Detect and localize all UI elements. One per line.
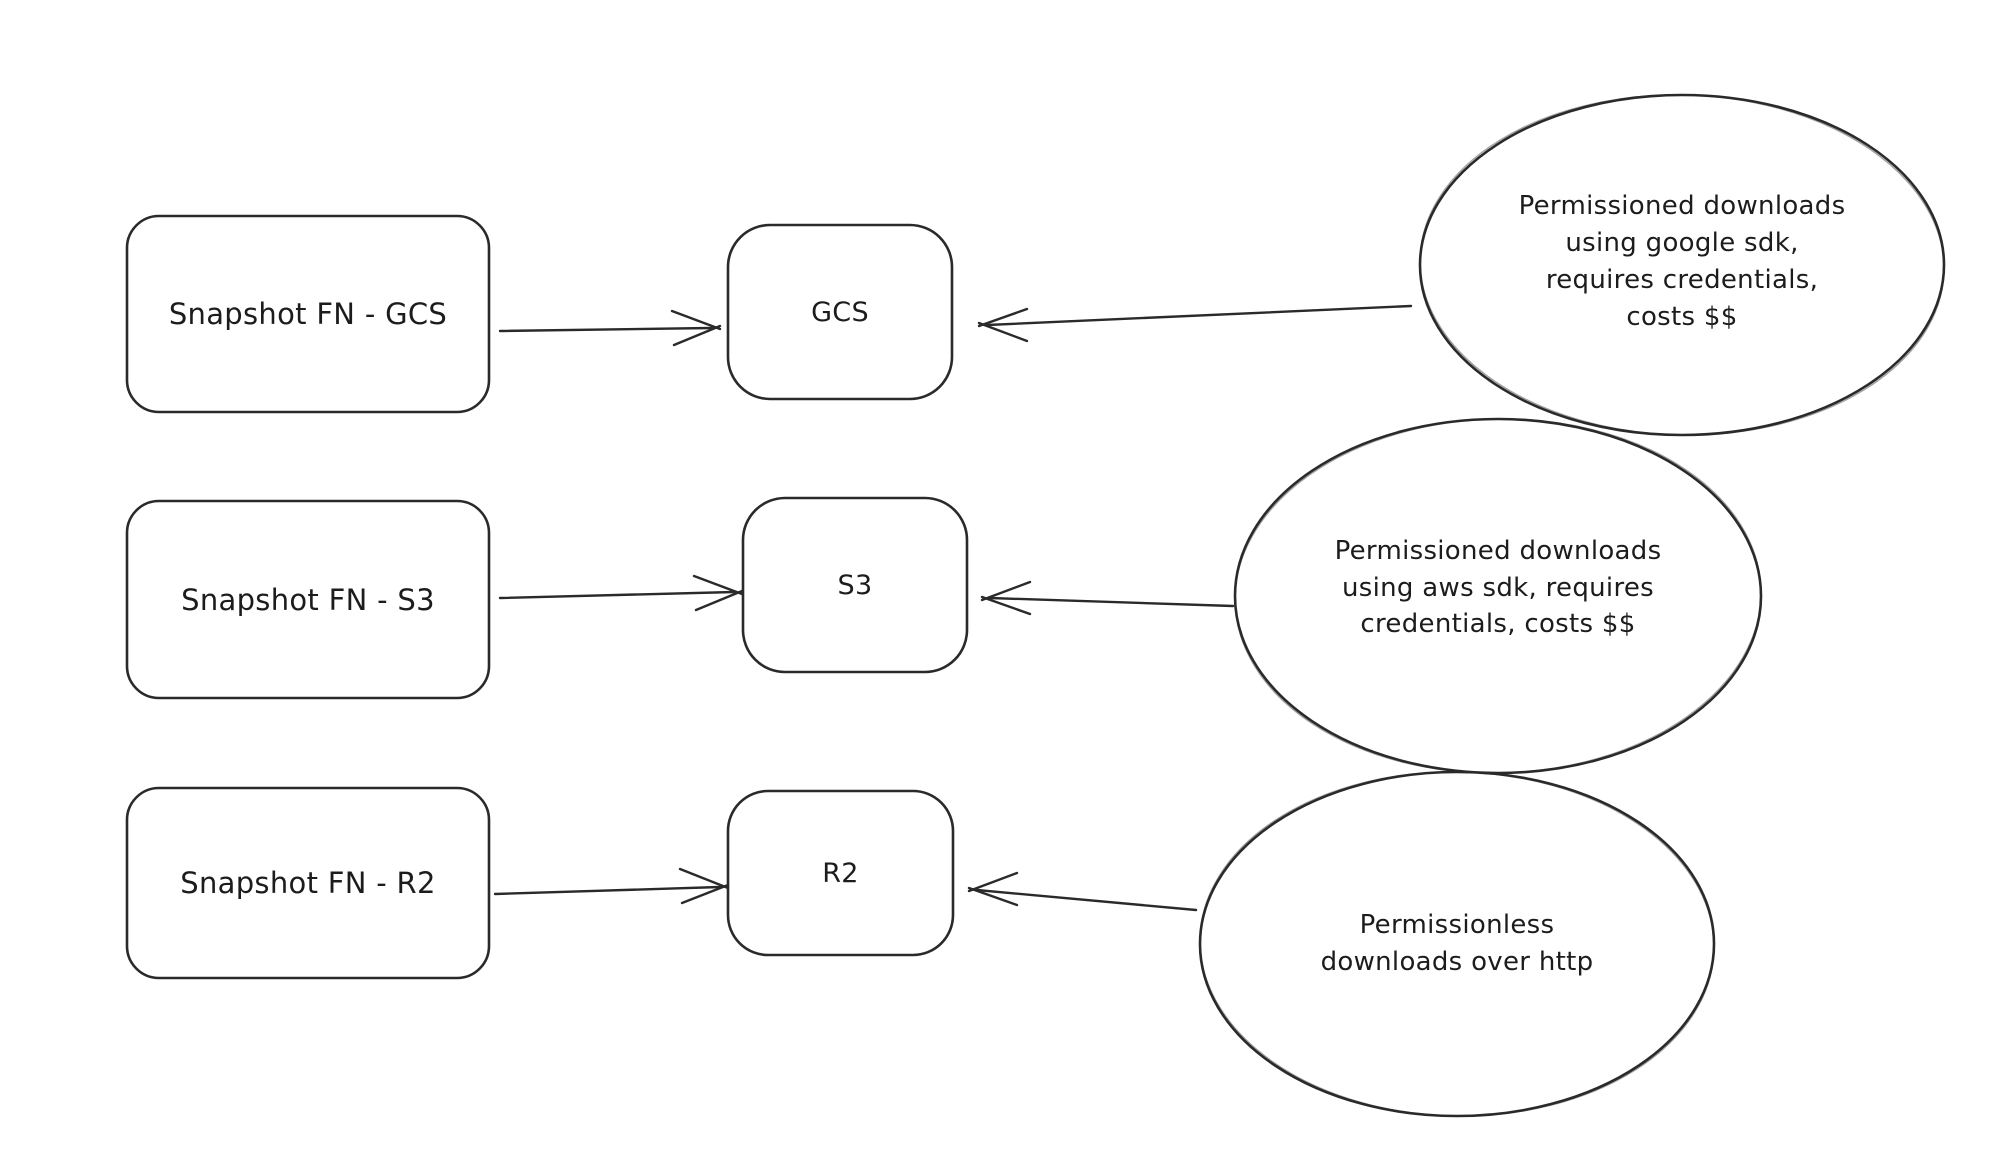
arrow-note-r2-to-r2 — [967, 871, 1198, 912]
note-r2-text: Permissionless downloads over http — [1320, 910, 1594, 977]
note-ellipse-r2-sketch-stroke — [1199, 771, 1715, 1117]
s3-label: S3 — [837, 569, 873, 601]
note-gcs-text: Permissioned downloads using google sdk,… — [1518, 191, 1846, 332]
arrow-snapshot-gcs-to-gcs — [498, 309, 722, 347]
snapshot-fn-r2-box — [125, 786, 491, 980]
arrow-note-s3-to-s3 — [980, 580, 1235, 616]
arrow-snapshot-r2-to-r2 — [493, 867, 730, 905]
r2-box — [726, 789, 955, 957]
snapshot-fn-gcs-box — [125, 214, 491, 414]
note-ellipse-s3-sketch-stroke — [1234, 418, 1762, 774]
r2-label: R2 — [822, 857, 859, 889]
gcs-box — [726, 223, 954, 401]
snapshot-fn-r2-label: Snapshot FN - R2 — [180, 866, 436, 900]
gcs-label: GCS — [811, 296, 869, 328]
note-ellipse-gcs — [1418, 93, 1946, 437]
s3-box — [741, 496, 969, 674]
snapshot-fn-gcs-label: Snapshot FN - GCS — [168, 297, 448, 331]
snapshot-fn-s3-label: Snapshot FN - S3 — [181, 582, 435, 617]
note-s3-text: Permissioned downloads using aws sdk, re… — [1334, 535, 1662, 640]
note-ellipse-r2 — [1198, 770, 1716, 1118]
snapshot-fn-s3-box — [125, 499, 491, 700]
note-ellipse-gcs-sketch-stroke — [1419, 94, 1945, 436]
arrow-note-gcs-to-gcs — [977, 304, 1413, 343]
arrow-snapshot-s3-to-s3 — [498, 574, 744, 612]
